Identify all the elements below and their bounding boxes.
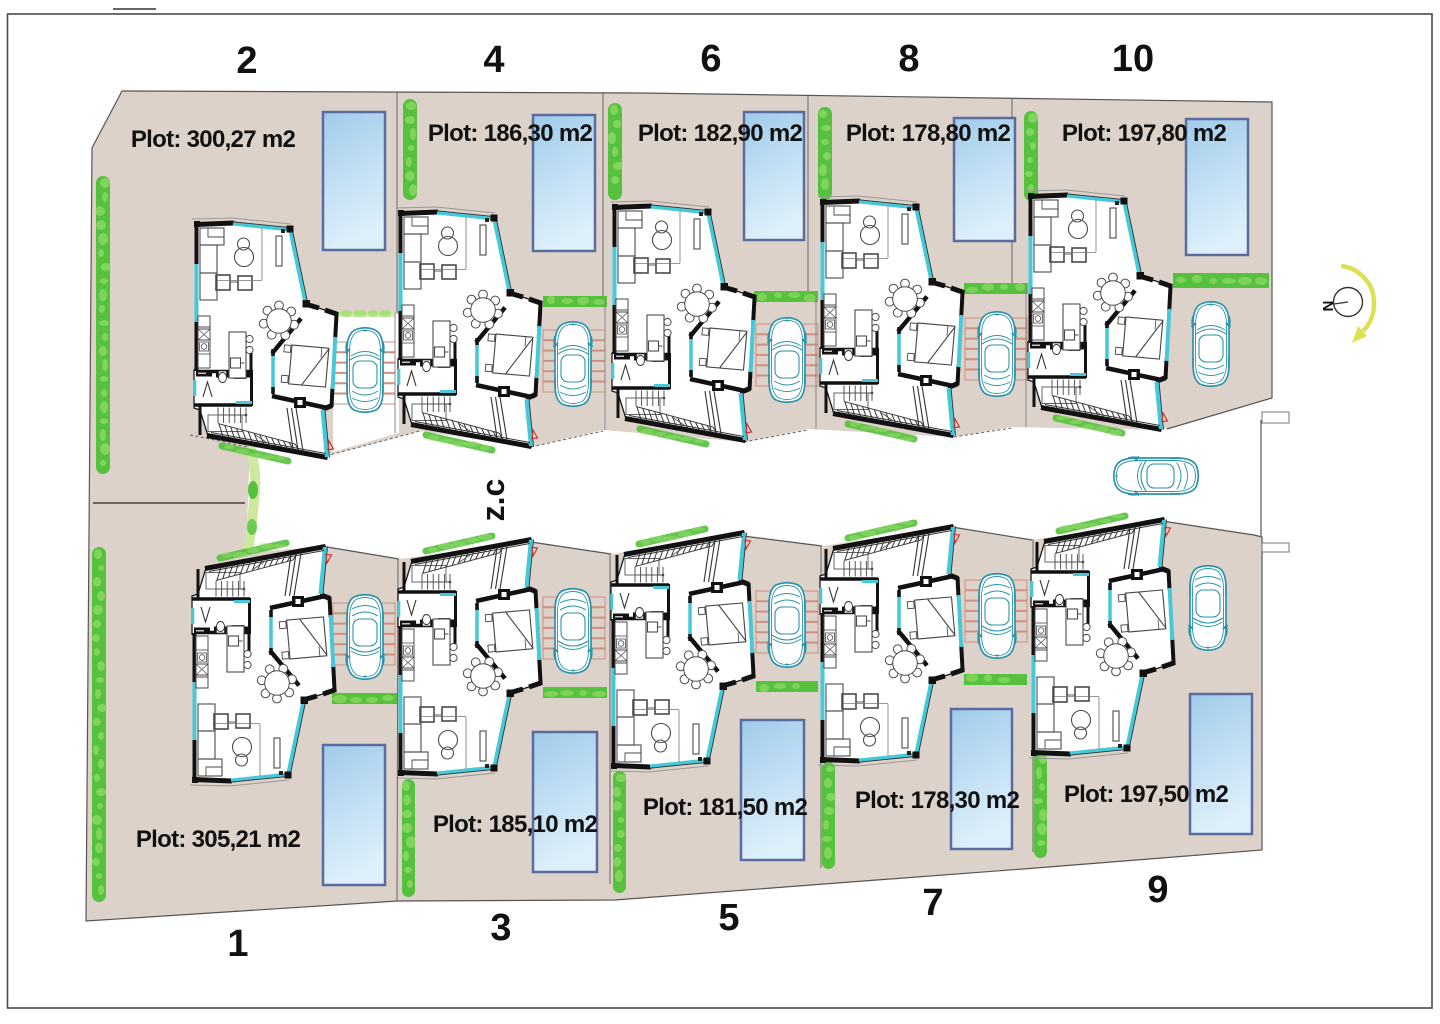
- svg-text:1: 1: [227, 923, 248, 965]
- svg-text:9: 9: [1147, 869, 1168, 911]
- svg-text:Plot: 181,50 m2: Plot: 181,50 m2: [643, 794, 808, 821]
- svg-text:Plot: 197,50 m2: Plot: 197,50 m2: [1064, 781, 1229, 808]
- svg-text:Plot: 300,27 m2: Plot: 300,27 m2: [131, 126, 296, 153]
- svg-text:N: N: [1319, 301, 1336, 312]
- svg-text:Plot: 186,30 m2: Plot: 186,30 m2: [428, 120, 593, 147]
- svg-text:3: 3: [490, 907, 511, 949]
- svg-text:Plot: 178,80 m2: Plot: 178,80 m2: [846, 120, 1011, 147]
- svg-text:8: 8: [898, 38, 919, 80]
- svg-text:7: 7: [922, 882, 943, 924]
- svg-text:4: 4: [483, 39, 504, 81]
- svg-text:6: 6: [700, 38, 721, 80]
- svg-text:Plot: 185,10 m2: Plot: 185,10 m2: [433, 811, 598, 838]
- svg-text:z.c: z.c: [475, 479, 511, 522]
- svg-text:Plot: 182,90 m2: Plot: 182,90 m2: [638, 120, 803, 147]
- svg-text:2: 2: [236, 40, 257, 82]
- svg-text:10: 10: [1112, 38, 1154, 80]
- svg-text:Plot: 305,21 m2: Plot: 305,21 m2: [136, 826, 301, 853]
- svg-text:Plot: 178,30 m2: Plot: 178,30 m2: [855, 787, 1020, 814]
- svg-text:Plot: 197,80 m2: Plot: 197,80 m2: [1062, 120, 1227, 147]
- svg-text:5: 5: [718, 897, 739, 939]
